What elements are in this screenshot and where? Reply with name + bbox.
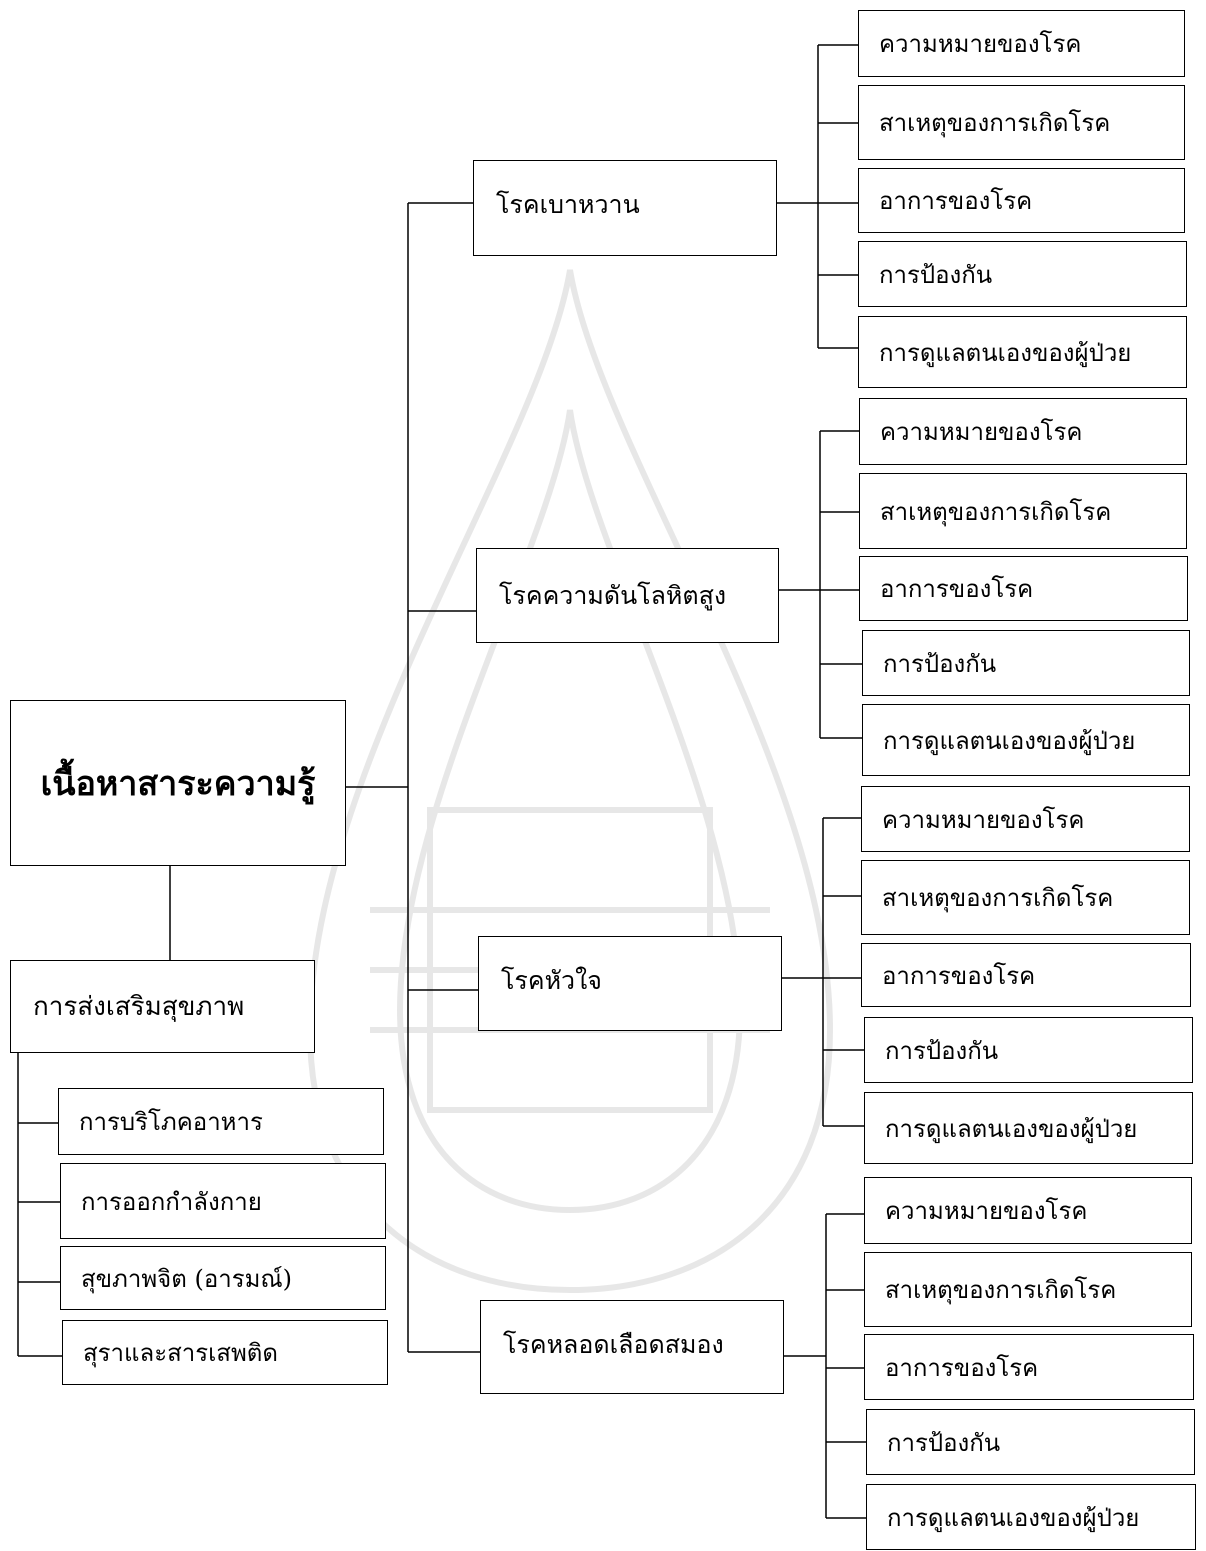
subtopic-box: สาเหตุของการเกิดโรค bbox=[864, 1252, 1192, 1327]
subtopic-box: อาการของโรค bbox=[861, 943, 1191, 1007]
disease-box: โรคหลอดเลือดสมอง bbox=[480, 1300, 784, 1394]
subtopic-label: การป้องกัน bbox=[883, 649, 997, 678]
subtopic-label: อาการของโรค bbox=[882, 961, 1036, 990]
subtopic-label: การป้องกัน bbox=[879, 260, 993, 289]
subtopic-box: การดูแลตนเองของผู้ป่วย bbox=[866, 1484, 1196, 1550]
subtopic-label: สาเหตุของการเกิดโรค bbox=[879, 109, 1111, 137]
subtopic-box: ความหมายของโรค bbox=[861, 786, 1190, 852]
promotion-item: สุราและสารเสพติด bbox=[62, 1320, 388, 1385]
subtopic-box: การดูแลตนเองของผู้ป่วย bbox=[858, 316, 1187, 388]
subtopic-box: สาเหตุของการเกิดโรค bbox=[859, 473, 1187, 549]
subtopic-label: อาการของโรค bbox=[880, 575, 1034, 603]
subtopic-label: การดูแลตนเองของผู้ป่วย bbox=[885, 1114, 1138, 1143]
subtopic-box: การป้องกัน bbox=[858, 241, 1187, 307]
subtopic-box: ความหมายของโรค bbox=[864, 1177, 1192, 1244]
subtopic-label: การดูแลตนเองของผู้ป่วย bbox=[887, 1503, 1140, 1532]
subtopic-box: อาการของโรค bbox=[864, 1334, 1194, 1400]
subtopic-box: การป้องกัน bbox=[866, 1409, 1195, 1475]
subtopic-label: สาเหตุของการเกิดโรค bbox=[885, 1276, 1117, 1304]
subtopic-box: สาเหตุของการเกิดโรค bbox=[861, 860, 1190, 935]
subtopic-label: ความหมายของโรค bbox=[879, 30, 1082, 58]
promotion-item-label: การบริโภคอาหาร bbox=[79, 1108, 263, 1136]
subtopic-label: สาเหตุของการเกิดโรค bbox=[880, 497, 1112, 526]
disease-box: โรคหัวใจ bbox=[478, 936, 782, 1031]
subtopic-box: การป้องกัน bbox=[864, 1017, 1193, 1083]
subtopic-label: ความหมายของโรค bbox=[885, 1197, 1088, 1225]
subtopic-box: อาการของโรค bbox=[858, 168, 1185, 233]
promotion-item-label: การออกกำลังกาย bbox=[81, 1187, 262, 1216]
subtopic-box: ความหมายของโรค bbox=[859, 398, 1187, 465]
root-label: เนื้อหาสาระความรู้ bbox=[40, 764, 316, 804]
promotion-item: สุขภาพจิต (อารมณ์) bbox=[60, 1246, 386, 1310]
subtopic-label: ความหมายของโรค bbox=[880, 418, 1083, 446]
promotion-item-label: สุขภาพจิต (อารมณ์) bbox=[81, 1264, 293, 1293]
subtopic-box: การป้องกัน bbox=[862, 630, 1190, 696]
subtopic-label: การป้องกัน bbox=[885, 1036, 999, 1065]
subtopic-box: การดูแลตนเองของผู้ป่วย bbox=[862, 704, 1190, 776]
disease-box: โรคเบาหวาน bbox=[473, 160, 777, 256]
subtopic-box: สาเหตุของการเกิดโรค bbox=[858, 85, 1185, 160]
promotion-item: การออกกำลังกาย bbox=[60, 1163, 386, 1239]
subtopic-label: ความหมายของโรค bbox=[882, 805, 1085, 834]
disease-label: โรคเบาหวาน bbox=[496, 190, 640, 219]
promotion-title: การส่งเสริมสุขภาพ bbox=[33, 992, 245, 1022]
disease-label: โรคหลอดเลือดสมอง bbox=[503, 1330, 724, 1359]
promotion-box: การส่งเสริมสุขภาพ bbox=[10, 960, 315, 1053]
promotion-item: การบริโภคอาหาร bbox=[58, 1088, 384, 1155]
subtopic-label: การดูแลตนเองของผู้ป่วย bbox=[883, 726, 1136, 755]
root-box: เนื้อหาสาระความรู้ bbox=[10, 700, 346, 866]
subtopic-box: ความหมายของโรค bbox=[858, 10, 1185, 77]
subtopic-box: อาการของโรค bbox=[859, 556, 1188, 621]
subtopic-label: การดูแลตนเองของผู้ป่วย bbox=[879, 338, 1132, 367]
subtopic-box: การดูแลตนเองของผู้ป่วย bbox=[864, 1092, 1193, 1164]
disease-box: โรคความดันโลหิตสูง bbox=[476, 548, 779, 643]
subtopic-label: อาการของโรค bbox=[879, 187, 1033, 215]
subtopic-label: การป้องกัน bbox=[887, 1428, 1001, 1457]
disease-label: โรคหัวใจ bbox=[501, 966, 602, 995]
subtopic-label: สาเหตุของการเกิดโรค bbox=[882, 884, 1114, 912]
promotion-item-label: สุราและสารเสพติด bbox=[83, 1339, 278, 1367]
subtopic-label: อาการของโรค bbox=[885, 1353, 1039, 1382]
disease-label: โรคความดันโลหิตสูง bbox=[499, 580, 727, 610]
